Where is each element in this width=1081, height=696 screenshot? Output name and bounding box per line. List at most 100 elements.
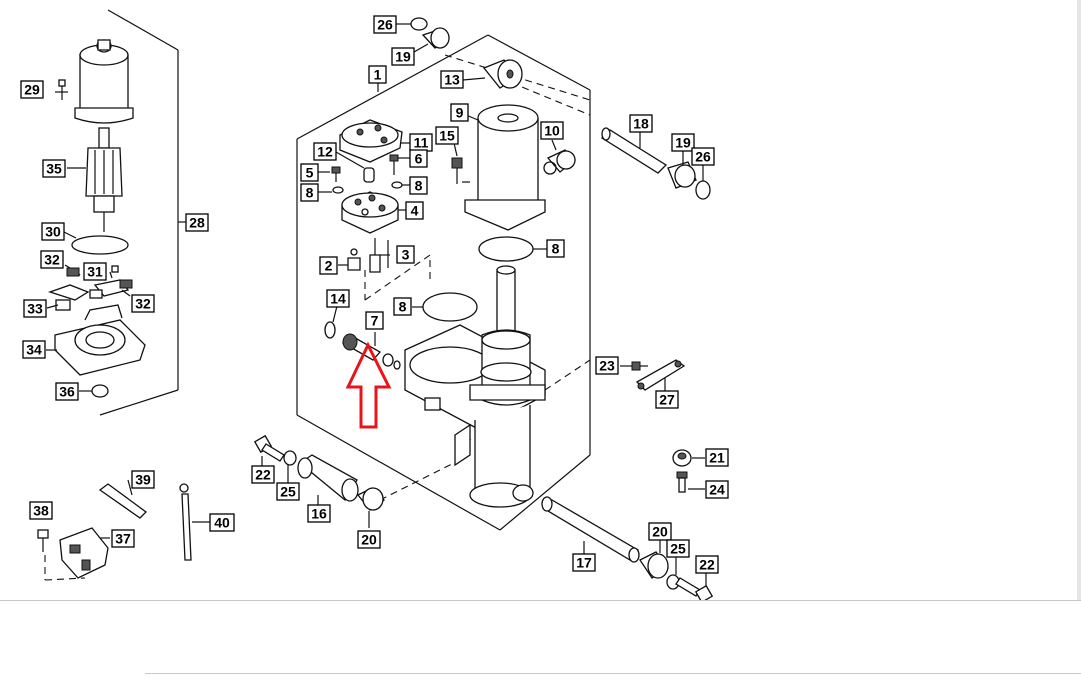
highlight-arrow [345, 341, 392, 429]
svg-text:2: 2 [325, 258, 333, 274]
label-21: 21 [705, 448, 729, 467]
svg-text:25: 25 [670, 541, 686, 557]
bushing-20-right [639, 551, 669, 579]
window-edge [1077, 0, 1081, 600]
svg-text:3: 3 [402, 247, 410, 263]
svg-text:16: 16 [311, 506, 327, 522]
label-34: 34 [22, 340, 46, 359]
label-24: 24 [705, 480, 729, 499]
svg-text:1: 1 [374, 67, 382, 83]
svg-text:24: 24 [709, 482, 725, 498]
label-7: 7 [365, 311, 384, 330]
washer-25-left [283, 450, 297, 466]
svg-text:11: 11 [414, 135, 429, 151]
pin-17 [541, 496, 640, 563]
o-ring-8b [478, 236, 534, 262]
label-26-top: 26 [373, 15, 397, 34]
label-8c: 8 [546, 239, 565, 258]
svg-text:17: 17 [576, 555, 592, 571]
svg-text:26: 26 [695, 149, 711, 165]
label-35: 35 [42, 159, 66, 178]
bolt-22-right [675, 577, 714, 604]
svg-text:30: 30 [45, 224, 61, 240]
svg-text:7: 7 [371, 313, 379, 329]
label-14: 14 [326, 289, 350, 308]
label-20-left: 20 [357, 530, 381, 549]
screw-5 [331, 166, 341, 182]
label-18: 18 [629, 114, 653, 133]
svg-text:22: 22 [255, 467, 271, 483]
label-19-right: 19 [671, 133, 695, 152]
screw-23 [631, 361, 648, 371]
label-39: 39 [131, 470, 155, 489]
label-8b: 8 [409, 176, 428, 195]
snap-ring-14 [324, 321, 336, 339]
motor-housing [74, 39, 134, 124]
svg-text:8: 8 [306, 185, 314, 201]
svg-text:28: 28 [189, 215, 205, 231]
valve-cover-11 [339, 119, 403, 163]
check-valve-10 [543, 149, 576, 175]
label-13: 13 [440, 70, 464, 89]
valve-pin-12 [363, 167, 375, 183]
svg-text:12: 12 [317, 144, 333, 160]
label-10: 10 [540, 121, 564, 140]
svg-text:39: 39 [135, 472, 151, 488]
label-40: 40 [209, 513, 235, 532]
svg-text:4: 4 [411, 203, 419, 219]
svg-text:25: 25 [280, 484, 296, 500]
bushing-20-left [356, 487, 386, 511]
bushing-19-right [667, 161, 697, 189]
label-25-left: 25 [276, 482, 300, 501]
nut-21 [672, 449, 692, 467]
screw-29 [58, 79, 66, 100]
divider-line [145, 673, 1081, 674]
svg-text:19: 19 [395, 49, 411, 65]
fitting-15 [451, 157, 470, 184]
blank-footer-area [0, 600, 1081, 696]
label-8d: 8 [393, 297, 412, 316]
svg-text:8: 8 [399, 299, 407, 315]
svg-text:6: 6 [415, 151, 423, 167]
armature [85, 127, 123, 232]
reservoir-9 [464, 104, 546, 231]
screw-38 [37, 529, 49, 552]
svg-text:13: 13 [444, 72, 460, 88]
label-3: 3 [396, 245, 415, 264]
svg-text:15: 15 [439, 128, 455, 144]
label-25-right: 25 [666, 539, 690, 558]
svg-text:35: 35 [46, 161, 62, 177]
label-12: 12 [313, 142, 337, 161]
label-2: 2 [319, 256, 338, 275]
svg-text:20: 20 [652, 524, 668, 540]
bracket-27 [635, 359, 686, 391]
nut-36 [91, 384, 109, 398]
label-5: 5 [300, 163, 319, 182]
end-cap [54, 304, 146, 376]
svg-text:26: 26 [377, 17, 393, 33]
label-27: 27 [655, 390, 679, 409]
svg-text:32: 32 [44, 252, 60, 268]
label-9: 9 [450, 103, 469, 122]
snap-ring-26-right [695, 180, 711, 200]
label-29: 29 [20, 80, 44, 99]
svg-text:23: 23 [599, 358, 615, 374]
cable-40 [179, 483, 192, 561]
label-15: 15 [435, 126, 459, 145]
svg-text:9: 9 [456, 105, 464, 121]
svg-text:27: 27 [659, 392, 675, 408]
label-8a: 8 [300, 183, 319, 202]
label-11: 11 [409, 133, 433, 152]
svg-text:10: 10 [544, 123, 560, 139]
label-16: 16 [307, 504, 331, 523]
svg-text:18: 18 [633, 116, 649, 132]
bushing-19-top [421, 27, 450, 49]
pump-assembly-box [296, 34, 591, 531]
bolt-24 [676, 471, 688, 493]
label-17: 17 [572, 553, 596, 572]
label-23: 23 [595, 356, 619, 375]
bolt-22-left [253, 434, 285, 462]
snap-ring-26-top [410, 17, 428, 31]
label-38: 38 [29, 501, 53, 520]
label-6: 6 [409, 149, 428, 168]
